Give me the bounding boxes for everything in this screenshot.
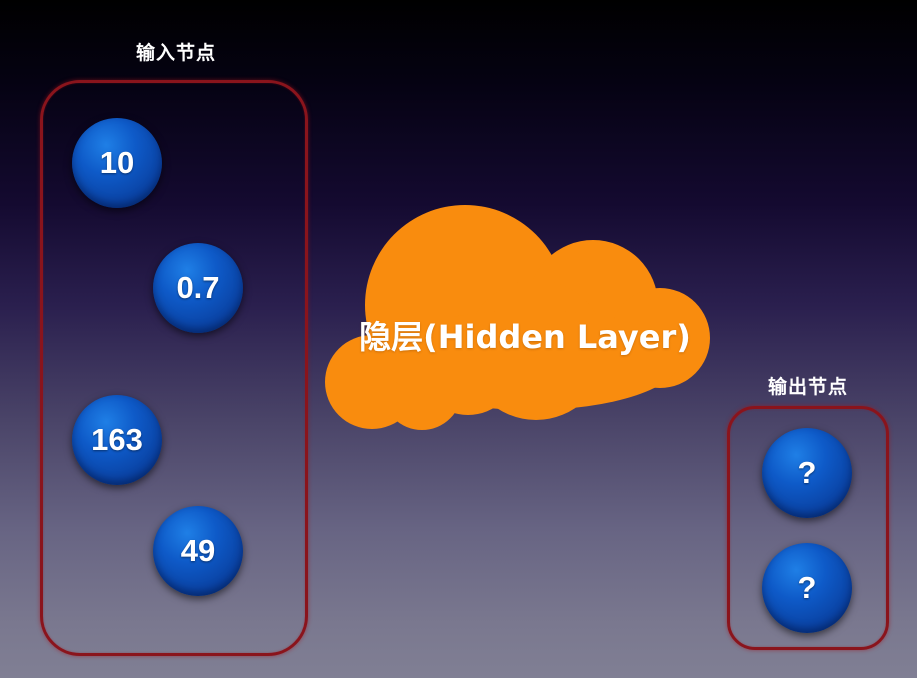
input-node-4: 49 bbox=[153, 506, 243, 596]
hidden-layer-label: 隐层(Hidden Layer) bbox=[359, 318, 691, 356]
input-node-3-label: 163 bbox=[91, 422, 143, 457]
output-nodes-title: 输出节点 bbox=[767, 376, 848, 398]
input-nodes-box bbox=[40, 80, 308, 656]
output-node-2-label: ? bbox=[797, 570, 817, 605]
input-node-3: 163 bbox=[72, 395, 162, 485]
output-node-1: ? bbox=[762, 428, 852, 518]
output-node-2: ? bbox=[762, 543, 852, 633]
output-node-1-label: ? bbox=[797, 455, 817, 490]
input-nodes-title: 输入节点 bbox=[135, 42, 216, 64]
output-nodes-box bbox=[727, 406, 889, 650]
hidden-layer-cloud-icon bbox=[325, 205, 710, 430]
input-node-2: 0.7 bbox=[153, 243, 243, 333]
input-node-1-label: 10 bbox=[99, 145, 135, 180]
input-node-1: 10 bbox=[72, 118, 162, 208]
input-node-4-label: 49 bbox=[180, 533, 216, 568]
input-node-2-label: 0.7 bbox=[176, 270, 220, 305]
